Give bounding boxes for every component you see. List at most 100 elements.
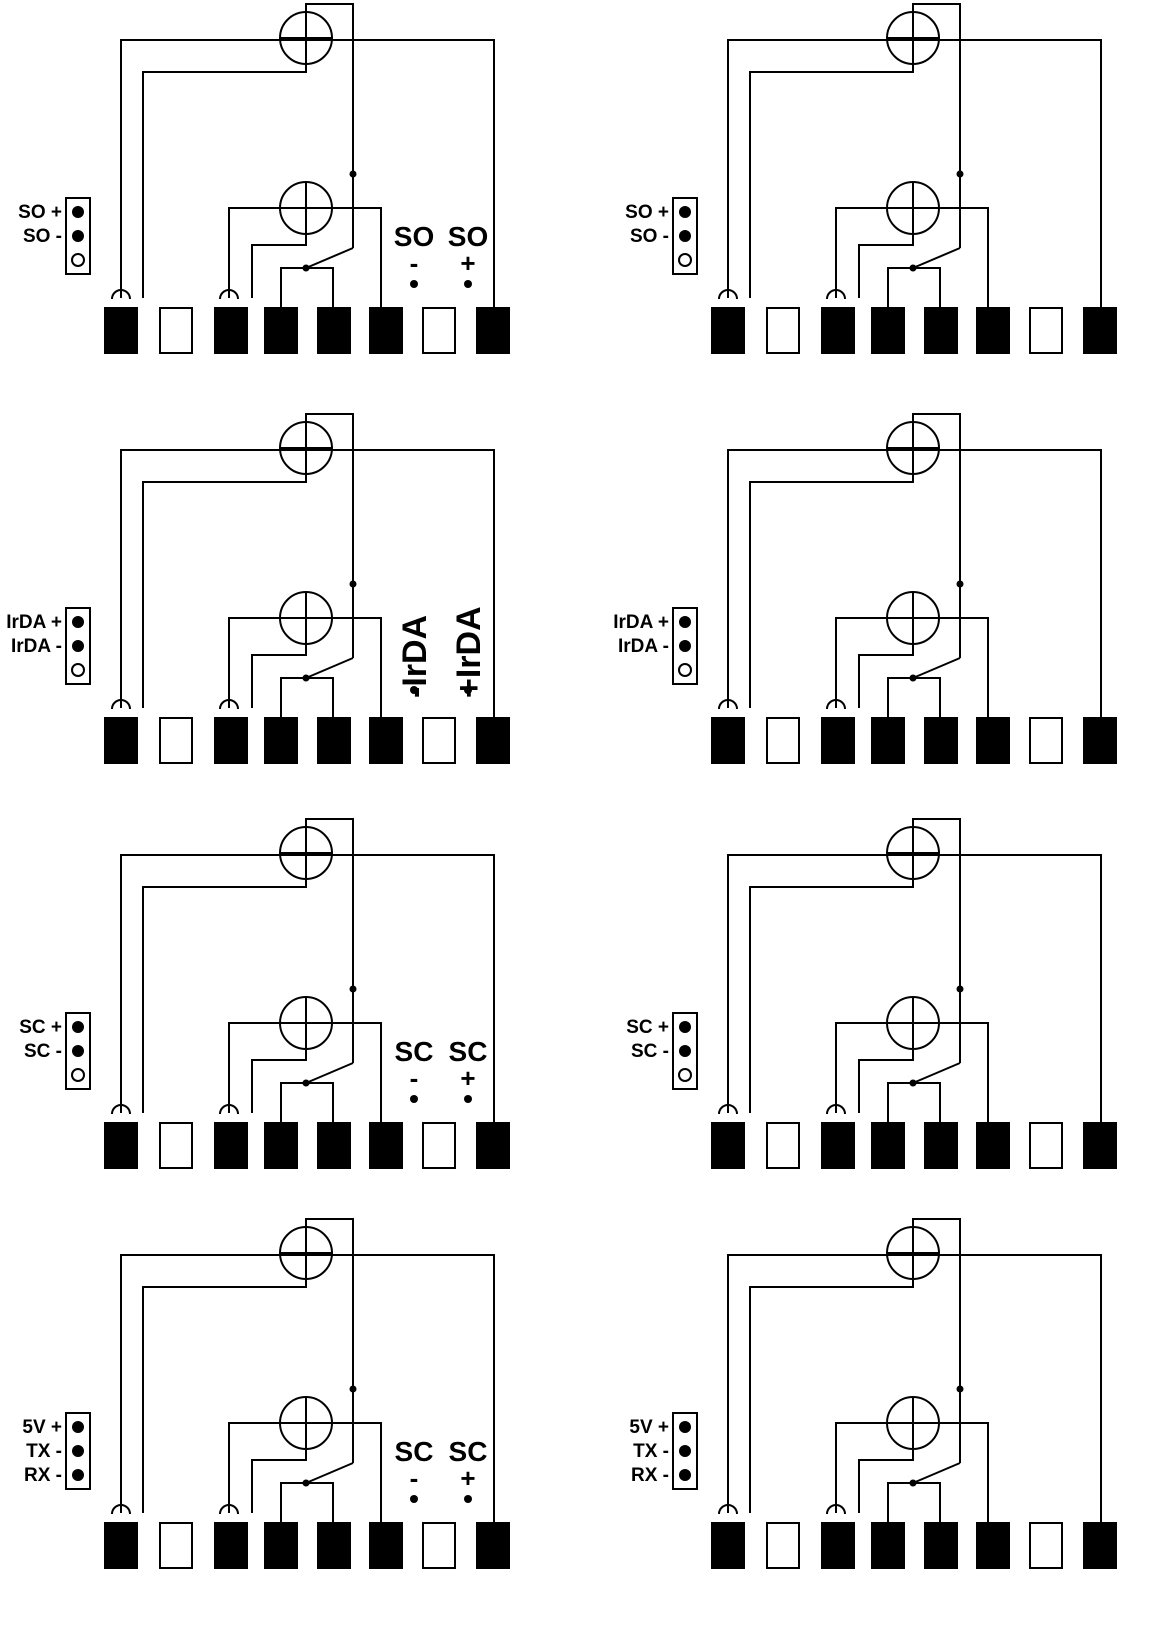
terminal-3 bbox=[214, 1522, 248, 1569]
terminal-4 bbox=[871, 1522, 905, 1569]
wire-crossover-hop bbox=[111, 289, 131, 300]
diagram-panel-5: SC +SC -SC-SC+ bbox=[19, 818, 510, 1169]
terminal-1 bbox=[104, 717, 138, 764]
wire-1 bbox=[727, 449, 1102, 718]
diagram-panel-6: SC +SC - bbox=[626, 818, 1117, 1169]
wire-1 bbox=[120, 1254, 495, 1523]
jumper-label-2: SC - bbox=[24, 1041, 62, 1062]
jumper-pin-1 bbox=[679, 616, 691, 628]
ring-cross bbox=[280, 997, 332, 1049]
wire-crossover-hop bbox=[718, 1504, 738, 1515]
terminal-2 bbox=[766, 717, 800, 764]
jumper-pin-1 bbox=[72, 1421, 84, 1433]
junction-dot bbox=[909, 264, 917, 272]
terminal-label-plus: +IrDA bbox=[450, 606, 488, 698]
terminal-2 bbox=[766, 1522, 800, 1569]
junction-dot bbox=[302, 674, 310, 682]
jumper-pin-3 bbox=[71, 253, 85, 267]
ring-cross bbox=[280, 827, 332, 879]
junction-dot bbox=[956, 580, 964, 588]
wire-5 bbox=[858, 228, 914, 298]
terminal-label-dot bbox=[410, 280, 418, 288]
terminal-6 bbox=[976, 1522, 1010, 1569]
ring-cross bbox=[887, 997, 939, 1049]
jumper-label-2: SO - bbox=[23, 226, 62, 247]
wire-6 bbox=[305, 657, 354, 679]
jumper-pin-3 bbox=[71, 1068, 85, 1082]
wire-crossover-hop bbox=[219, 1104, 239, 1115]
jumper-pin-1 bbox=[72, 206, 84, 218]
wire-7 bbox=[280, 267, 334, 308]
ring-cross bbox=[280, 182, 332, 234]
terminal-5 bbox=[924, 1522, 958, 1569]
wire-2 bbox=[749, 468, 914, 708]
jumper-pin-2 bbox=[72, 1045, 84, 1057]
wire-6 bbox=[912, 657, 961, 679]
terminal-5 bbox=[924, 307, 958, 354]
terminal-8 bbox=[476, 717, 510, 764]
ring-cross bbox=[280, 1227, 332, 1279]
wire-6 bbox=[912, 247, 961, 269]
wire-1 bbox=[727, 39, 1102, 308]
terminal-label-plus-name: IrDA bbox=[450, 606, 488, 678]
terminal-7 bbox=[422, 307, 456, 354]
wire-2 bbox=[749, 58, 914, 298]
wire-7 bbox=[280, 1482, 334, 1523]
jumper-pin-2 bbox=[679, 230, 691, 242]
wire-crossover-hop bbox=[219, 1504, 239, 1515]
terminal-8 bbox=[1083, 717, 1117, 764]
jumper-label-3: RX - bbox=[631, 1465, 669, 1486]
jumper-label-2: IrDA - bbox=[618, 636, 669, 657]
diagram-panel-3: IrDA +IrDA --IrDA+IrDA bbox=[6, 413, 510, 764]
wire-7 bbox=[887, 677, 941, 718]
terminal-label-plus-sign: + bbox=[460, 248, 475, 278]
jumper-label-1: SC + bbox=[626, 1017, 669, 1038]
wire-crossover-hop bbox=[111, 699, 131, 710]
terminal-8 bbox=[1083, 1122, 1117, 1169]
wire-1 bbox=[120, 39, 495, 308]
wire-1 bbox=[727, 854, 1102, 1123]
jumper-pin-2 bbox=[679, 1045, 691, 1057]
jumper-pin-1 bbox=[72, 616, 84, 628]
terminal-label-dot bbox=[464, 1095, 472, 1103]
junction-dot bbox=[956, 1385, 964, 1393]
terminal-label-plus-sign: + bbox=[460, 1463, 475, 1493]
terminal-3 bbox=[821, 1522, 855, 1569]
wire-1 bbox=[120, 854, 495, 1123]
terminal-label-plus-name: SC bbox=[449, 1436, 488, 1467]
terminal-label-minus-name: SC bbox=[395, 1436, 434, 1467]
wire-7 bbox=[887, 267, 941, 308]
terminal-1 bbox=[104, 1522, 138, 1569]
terminal-label-dot bbox=[464, 686, 472, 694]
terminal-6 bbox=[976, 1122, 1010, 1169]
terminal-7 bbox=[1029, 1122, 1063, 1169]
jumper-label-1: IrDA + bbox=[613, 612, 669, 633]
diagram-panel-4: IrDA + IrDA - bbox=[613, 413, 1117, 764]
junction-dot bbox=[909, 674, 917, 682]
jumper-label-1: SO + bbox=[625, 202, 669, 223]
jumper-label-1: SC + bbox=[19, 1017, 62, 1038]
wire-7 bbox=[887, 1082, 941, 1123]
wire-5 bbox=[858, 1443, 914, 1513]
jumper-pin-2 bbox=[72, 1445, 84, 1457]
jumper-pin-1 bbox=[72, 1021, 84, 1033]
terminal-label-dot bbox=[410, 1095, 418, 1103]
wire-crossover-hop bbox=[219, 289, 239, 300]
terminal-5 bbox=[317, 1122, 351, 1169]
terminal-3 bbox=[214, 1122, 248, 1169]
wire-crossover-hop bbox=[826, 289, 846, 300]
jumper-label-2: TX - bbox=[26, 1441, 62, 1462]
diagram-panel-8: 5V +TX -RX - bbox=[629, 1218, 1117, 1569]
wire-6 bbox=[912, 1462, 961, 1484]
terminal-1 bbox=[711, 1522, 745, 1569]
terminal-7 bbox=[1029, 1522, 1063, 1569]
terminal-8 bbox=[1083, 307, 1117, 354]
terminal-6 bbox=[369, 717, 403, 764]
wire-6 bbox=[912, 1062, 961, 1084]
ring-cross bbox=[280, 12, 332, 64]
terminal-4 bbox=[871, 307, 905, 354]
ring-cross bbox=[887, 1227, 939, 1279]
wire-1 bbox=[727, 1254, 1102, 1523]
terminal-1 bbox=[711, 307, 745, 354]
